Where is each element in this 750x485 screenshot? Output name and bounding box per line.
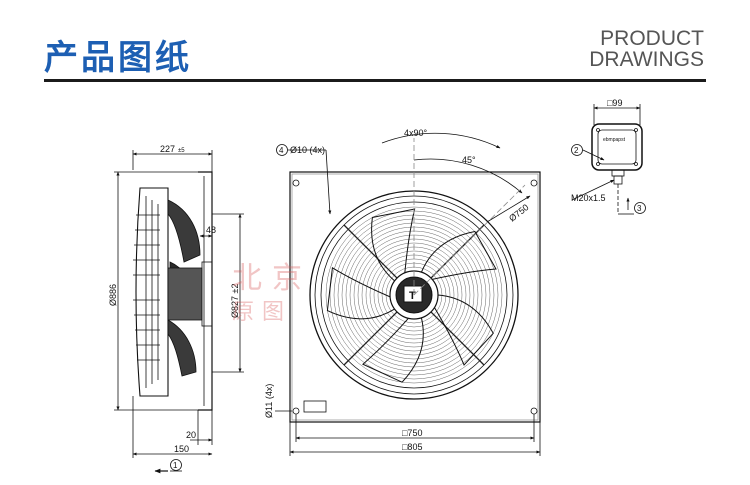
- angle-4x90-label: 4x90°: [404, 128, 428, 138]
- front-dimensions: [275, 132, 541, 456]
- guard-spoke: [343, 224, 398, 279]
- fan-blades: [326, 208, 497, 383]
- svg-text:T: T: [409, 290, 416, 302]
- guard-spoke: [343, 311, 398, 366]
- cable-gland-label: M20x1.5: [571, 193, 606, 203]
- guard-ring: [325, 206, 503, 384]
- page-subtitle: PRODUCT DRAWINGS: [589, 28, 704, 70]
- dim-48-label: 48: [206, 225, 216, 235]
- callout-1: 1: [173, 461, 178, 470]
- terminal-box-view: [571, 104, 646, 215]
- dim-square-750-label: □750: [402, 428, 422, 438]
- dim-886-label: Ø886: [108, 284, 118, 306]
- dim-20-label: 20: [186, 430, 196, 440]
- guard-ring: [369, 250, 459, 340]
- callout-3: 3: [637, 204, 642, 213]
- hole-label: Ø10 (4x): [290, 145, 325, 155]
- dim-depth-tolerance: ±5: [178, 148, 185, 154]
- dim-150-label: 150: [174, 444, 189, 454]
- guard-ring: [361, 242, 467, 348]
- dim-99-label: □99: [607, 98, 622, 108]
- dim-depth-label: 227: [160, 144, 175, 154]
- fan-blade: [371, 208, 416, 282]
- page-title: 产品图纸: [44, 38, 192, 78]
- subtitle-line-2: DRAWINGS: [589, 48, 704, 71]
- dim-11-label: Ø11 (4x): [264, 384, 274, 418]
- fan-blade: [326, 266, 396, 320]
- box-brand-label: ebmpapst: [603, 137, 626, 143]
- dim-827-label: Ø827 ±2: [230, 284, 240, 318]
- header-rule: [44, 79, 706, 82]
- callout-4: 4: [279, 146, 284, 155]
- fan-blade: [433, 294, 494, 366]
- angle-45-label: 45°: [462, 155, 476, 165]
- guard-spoke: [430, 311, 485, 366]
- guard-ring: [333, 214, 495, 376]
- dim-square-805-label: □805: [402, 442, 422, 452]
- side-view: [114, 150, 244, 474]
- subtitle-line-1: PRODUCT: [600, 27, 704, 50]
- callout-2: 2: [574, 146, 579, 155]
- dim-750-diag-label: Ø750: [507, 202, 531, 223]
- fan-blade: [362, 317, 424, 383]
- fan-blade: [420, 230, 497, 280]
